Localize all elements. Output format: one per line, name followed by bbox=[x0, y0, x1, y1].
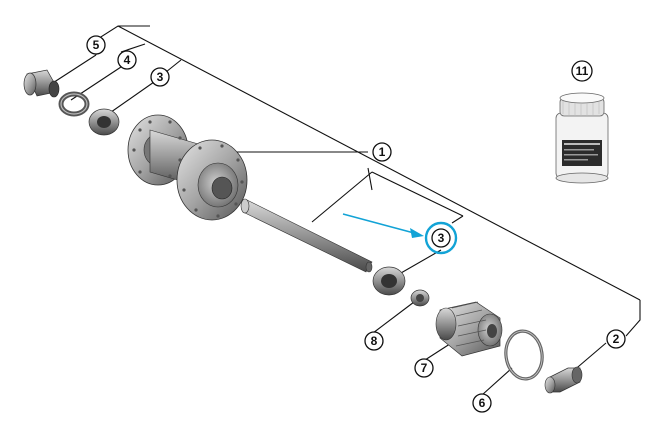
callout-4-label: 4 bbox=[124, 53, 131, 67]
freehub-body bbox=[435, 301, 503, 357]
leader-8 bbox=[372, 301, 415, 334]
callout-3-right-label: 3 bbox=[438, 231, 445, 245]
callout-4: 4 bbox=[117, 50, 137, 70]
callout-8-label: 8 bbox=[371, 334, 378, 348]
leader-6 bbox=[481, 367, 513, 396]
hub-body bbox=[127, 114, 248, 221]
leader-1-right bbox=[371, 171, 464, 217]
callout-3-left-label: 3 bbox=[157, 70, 164, 84]
leader-lines bbox=[44, 25, 641, 396]
leader-2-bracket bbox=[625, 300, 641, 337]
highlight-ring bbox=[424, 221, 458, 255]
callout-2-label: 2 bbox=[613, 332, 620, 346]
callout-11: 11 bbox=[571, 60, 593, 82]
callout-2: 2 bbox=[606, 329, 626, 349]
spacer-8 bbox=[410, 289, 430, 307]
leader-1-vertical bbox=[367, 167, 373, 191]
arrowhead-icon bbox=[410, 228, 424, 238]
callout-1-label: 1 bbox=[379, 145, 386, 159]
bearing-left bbox=[88, 108, 120, 136]
leader-1-to-axle bbox=[311, 171, 373, 223]
highlight-arrow-line bbox=[342, 213, 415, 234]
bearing-right bbox=[372, 266, 406, 296]
leader-3-left-top bbox=[165, 59, 182, 73]
callout-3-right: 3 bbox=[431, 228, 451, 248]
leader-3-right-top bbox=[451, 215, 464, 224]
callout-7: 7 bbox=[414, 358, 434, 378]
callout-1: 1 bbox=[372, 142, 392, 162]
grease-jar bbox=[555, 92, 609, 184]
washer-4 bbox=[58, 91, 90, 117]
callout-5-label: 5 bbox=[93, 38, 100, 52]
callout-7-label: 7 bbox=[421, 361, 428, 375]
leader-main-diagonal bbox=[117, 25, 641, 301]
axle bbox=[240, 198, 373, 273]
callout-8: 8 bbox=[364, 331, 384, 351]
callout-11-label: 11 bbox=[576, 64, 589, 78]
highlight-pointer bbox=[342, 213, 458, 255]
callout-6-label: 6 bbox=[479, 396, 486, 410]
callout-3-left: 3 bbox=[150, 67, 170, 87]
callout-6: 6 bbox=[472, 393, 492, 413]
end-cap-right bbox=[544, 366, 583, 394]
end-cap-left bbox=[23, 69, 60, 98]
o-ring-6 bbox=[504, 329, 544, 381]
callout-5: 5 bbox=[86, 35, 106, 55]
